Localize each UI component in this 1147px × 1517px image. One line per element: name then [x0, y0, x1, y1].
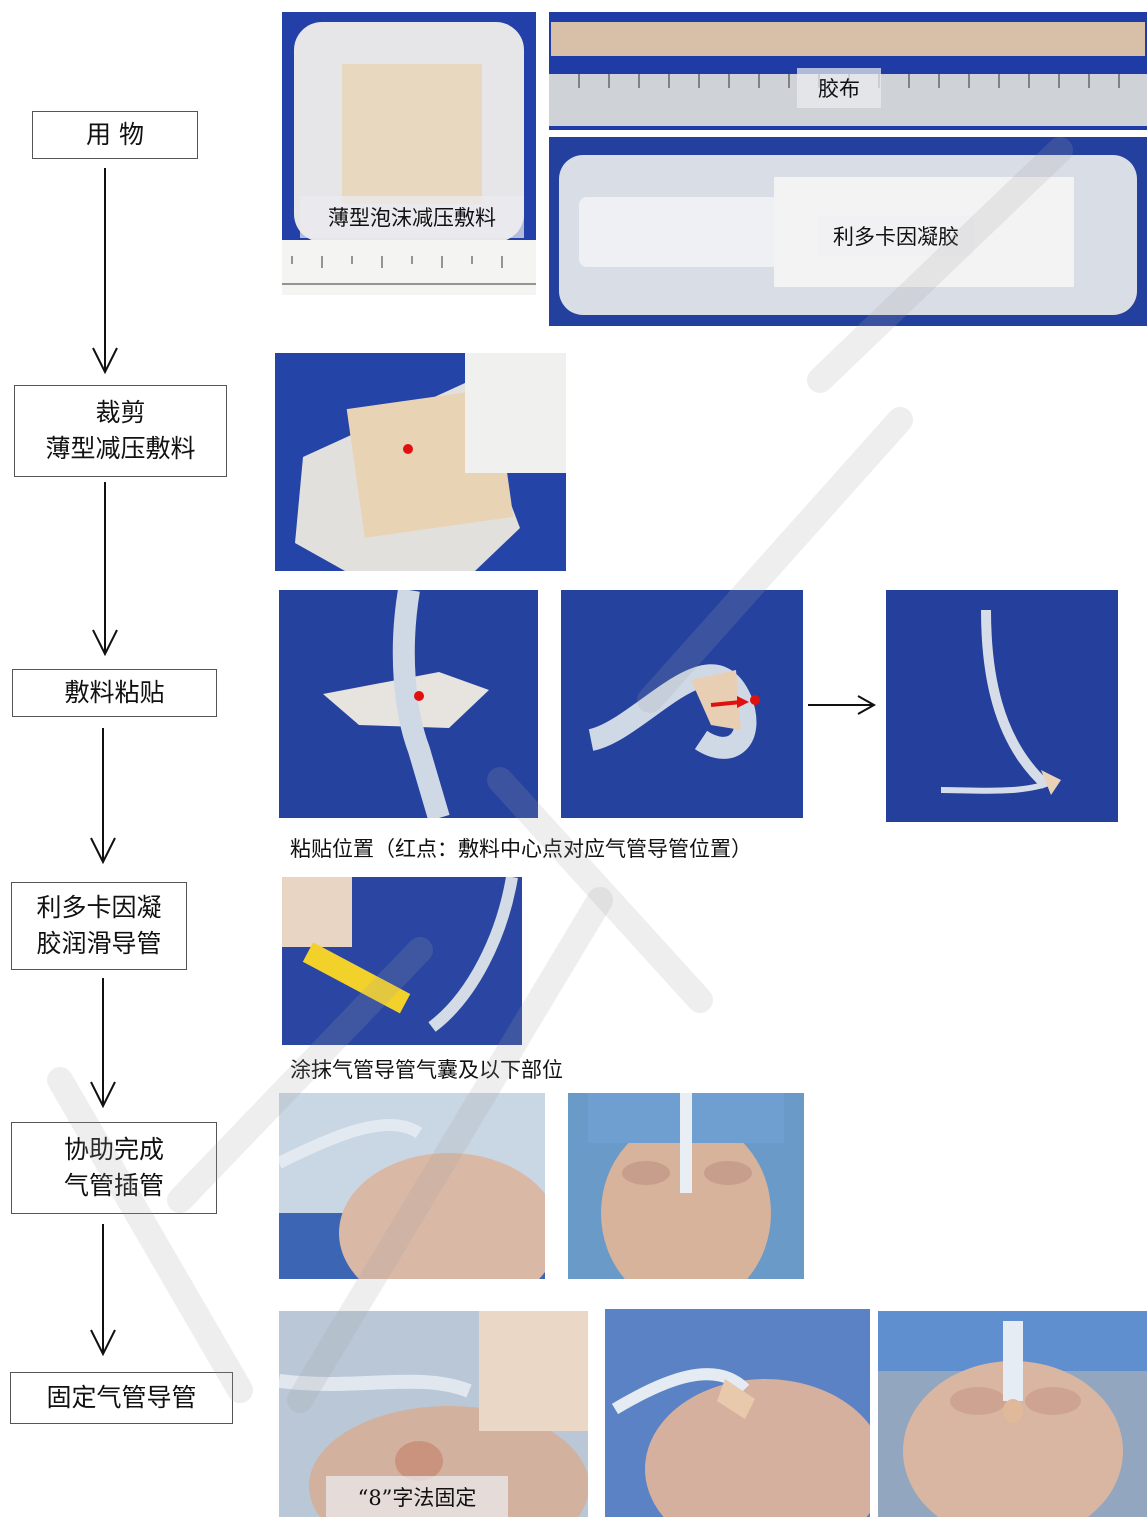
right-arrow — [806, 693, 878, 717]
photo-intubation-side — [279, 1093, 545, 1279]
photo-intubation-front — [568, 1093, 804, 1279]
label-lidocaine-gel: 利多卡因凝胶 — [818, 216, 974, 256]
label-tape: 胶布 — [797, 68, 881, 108]
label-foam-dressing: 薄型泡沫减压敷料 — [300, 196, 524, 238]
photo-lubricate-tube — [282, 877, 522, 1045]
label-figure-eight: “8”字法固定 — [326, 1476, 508, 1517]
photo-cut-dressing — [275, 353, 566, 571]
photo-tube-with-dressing — [886, 590, 1118, 822]
flow-arrows — [0, 0, 240, 1517]
caption-dressing-position: 粘贴位置（红点：敷料中心点对应气管导管位置） — [290, 833, 752, 863]
photo-dressing-applied-2 — [561, 590, 803, 818]
photo-fixation-side — [605, 1309, 870, 1517]
caption-apply-region: 涂抹气管导管气囊及以下部位 — [290, 1054, 563, 1084]
photo-dressing-applied-1 — [279, 590, 538, 818]
center-marker — [403, 444, 413, 454]
photo-fixation-front — [878, 1311, 1147, 1517]
photo-foam-dressing — [282, 12, 536, 295]
